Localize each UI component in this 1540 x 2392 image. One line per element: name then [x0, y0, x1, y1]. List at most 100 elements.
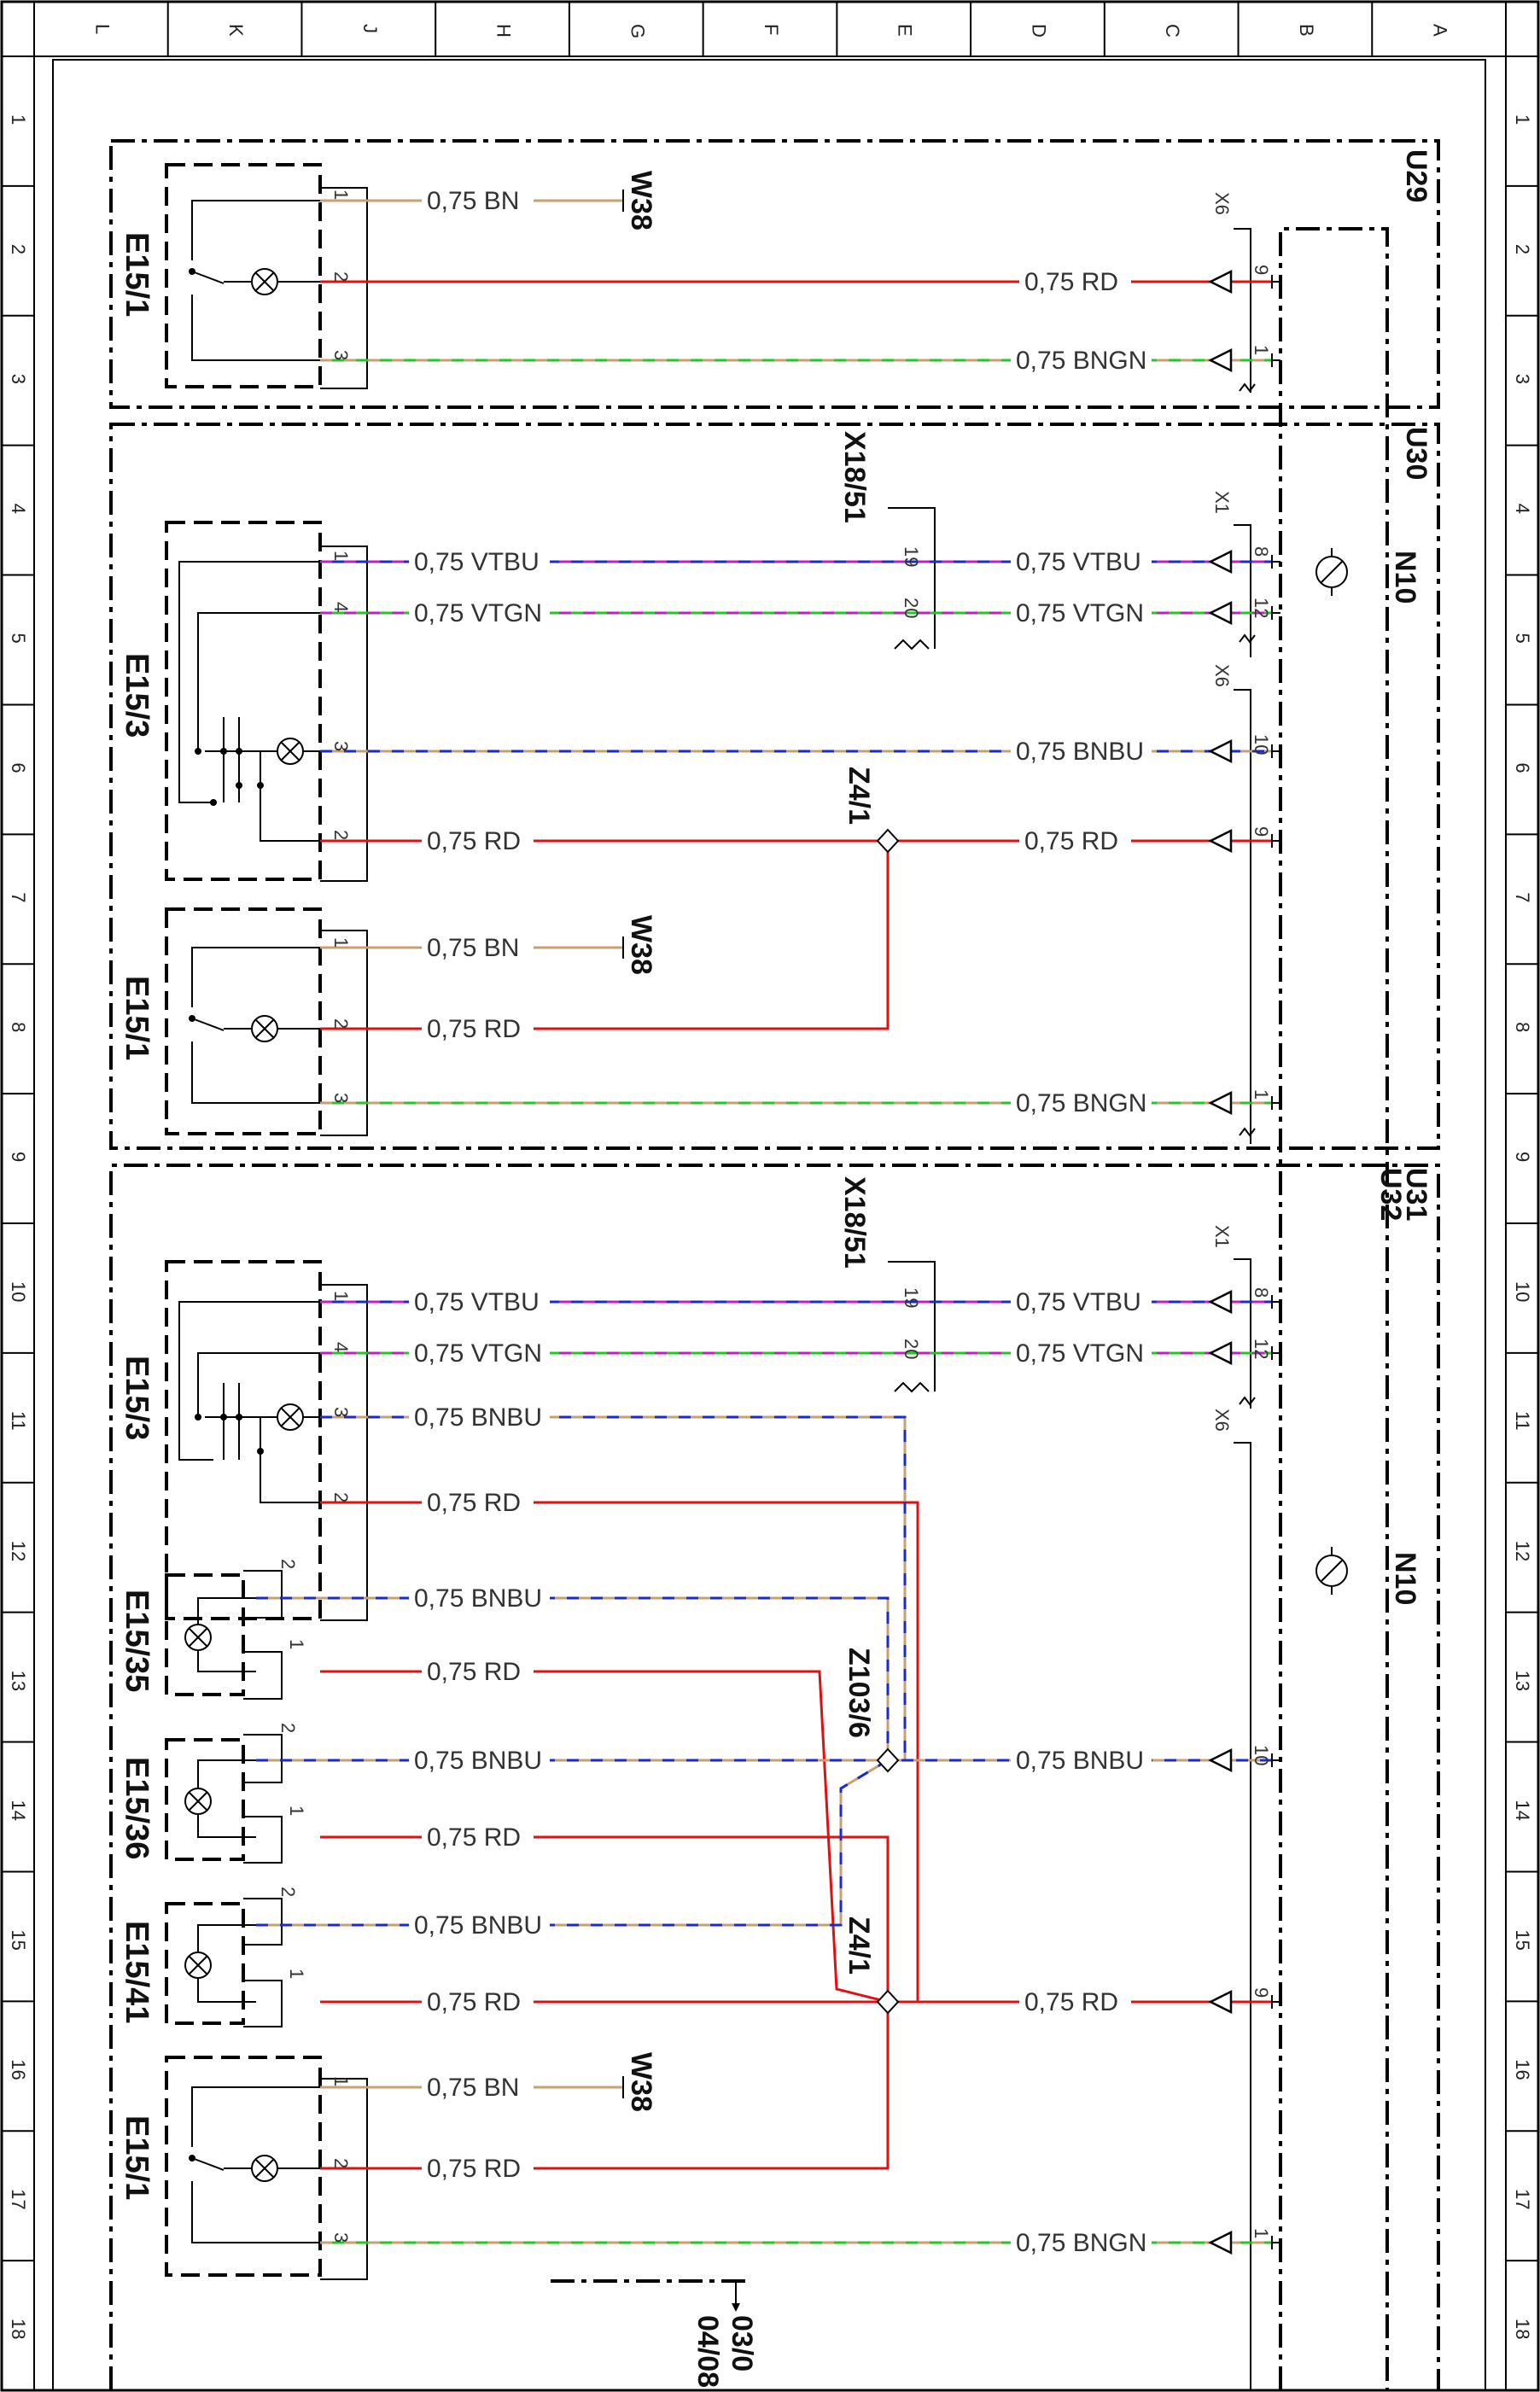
grid-row-left-11: 11	[8, 1411, 29, 1431]
pin-number: 12	[1251, 1339, 1272, 1359]
wire-label: 0,75 RD	[427, 1658, 521, 1686]
connector-arrow	[1208, 549, 1233, 575]
pin-number: 2	[330, 1492, 352, 1502]
grid-row-right-16: 16	[1512, 2059, 1533, 2080]
connector-label-z4-1-2: Z4/1	[843, 1917, 875, 1975]
wire-label-bg	[409, 1286, 550, 1316]
module-boxes	[109, 139, 1440, 2390]
wire-label: 0,75 BNBU	[414, 1403, 542, 1432]
grid-row-left-14: 14	[8, 1800, 29, 1821]
wire-label: 0,75 BN	[427, 187, 519, 215]
wire-label: 0,75 VTGN	[1016, 1339, 1144, 1368]
wire-label: 0,75 VTBU	[414, 1288, 540, 1316]
pin-number: 2	[330, 271, 352, 282]
grid-col-H: H	[493, 24, 515, 38]
pin-number: 3	[330, 2232, 352, 2243]
pin-number: 1	[330, 2076, 352, 2086]
wire-label-bg	[422, 1822, 534, 1851]
wire-label: 0,75 BNBU	[414, 1911, 542, 1940]
module-label-u31: U31	[1400, 1168, 1432, 1221]
wire-label: 0,75 VTBU	[1016, 548, 1141, 576]
grid-row-right-2: 2	[1512, 244, 1533, 254]
pin-number: 20	[901, 598, 922, 618]
wire-label: 0,75 BNBU	[1016, 1747, 1144, 1775]
wire-label: 0,75 VTGN	[1016, 599, 1144, 627]
pin-terminal	[1271, 1753, 1280, 1767]
wire-label-bg	[409, 1583, 550, 1612]
wire-label-bg	[422, 1013, 534, 1042]
connector-label-x1-2: X1	[1211, 1225, 1233, 1248]
wire-label: 0,75 RD	[427, 1988, 521, 2016]
wire-label-bg	[422, 1487, 534, 1516]
pin-terminal	[1271, 834, 1280, 848]
grid-row-left-13: 13	[8, 1671, 29, 1691]
wire-label-bg	[1019, 1987, 1131, 2016]
pin-terminal	[1271, 2236, 1280, 2249]
connector-arrow	[1208, 347, 1233, 373]
component-label-e15-1-mid: E15/1	[119, 976, 155, 1060]
pin-terminal	[1271, 1295, 1280, 1309]
connector-arrow	[1208, 828, 1233, 854]
wire-label-bg	[1011, 736, 1152, 765]
component-label-e15-1-top: E15/1	[119, 232, 155, 317]
pin-number: 2	[330, 2158, 352, 2168]
wire-label: 0,75 BNBU	[414, 1747, 542, 1775]
grid-row-left-18: 18	[8, 2319, 29, 2339]
grid-col-K: K	[225, 24, 247, 37]
wire-label: 0,75 RD	[427, 1489, 521, 1517]
wire-label-bg	[409, 1402, 550, 1431]
pin-number: 9	[1251, 1987, 1272, 1998]
pin-number: 9	[1251, 826, 1272, 837]
wire-label-bg	[422, 826, 534, 855]
component-label-e15-41: E15/41	[119, 1921, 155, 2023]
pin-number: 9	[1251, 265, 1272, 275]
grid-row-right-4: 4	[1512, 504, 1533, 514]
connector-arrow	[1208, 1289, 1233, 1315]
wire-label-bg	[1019, 826, 1131, 855]
pin-terminal	[1271, 1346, 1280, 1360]
wire-label-bg	[409, 1910, 550, 1939]
grid-row-right-11: 11	[1512, 1411, 1533, 1431]
wire-label: 0,75 VTBU	[414, 548, 540, 576]
wire-label-bg	[422, 1987, 534, 2016]
wire-label-bg	[1011, 1088, 1152, 1117]
grid-row-right-5: 5	[1512, 633, 1533, 644]
pin-number: 2	[277, 1887, 299, 1897]
grid-row-left-16: 16	[8, 2059, 29, 2080]
connector-label-x18-51-2: X18/51	[838, 1176, 871, 1269]
pin-terminal	[1271, 1995, 1280, 2009]
module-label-u29: U29	[1400, 149, 1432, 202]
wire-label: 0,75 BN	[427, 934, 519, 962]
pin-number: 1	[286, 1969, 307, 1979]
grid-row-right-8: 8	[1512, 1022, 1533, 1032]
wire-label-bg	[1011, 598, 1152, 627]
module-label-n10-top: N10	[1389, 551, 1421, 604]
module-label-u32: U32	[1374, 1168, 1407, 1221]
wire-label: 0,75 RD	[1024, 827, 1118, 855]
connector-label-w38-3: W38	[625, 2052, 657, 2112]
pin-terminal	[1271, 606, 1280, 620]
grid-row-right-18: 18	[1512, 2319, 1533, 2339]
connector-label-x1-1: X1	[1211, 491, 1233, 514]
component-label-e15-36: E15/36	[119, 1757, 155, 1859]
pin-number: 1	[1251, 1089, 1272, 1100]
pin-number: 2	[330, 1018, 352, 1029]
pin-number: 2	[277, 1723, 299, 1733]
grid-row-left-4: 4	[8, 504, 29, 514]
footer-arrow-text: 03/0	[726, 2315, 758, 2372]
pin-number: 1	[286, 1639, 307, 1649]
grid-row-left-10: 10	[8, 1281, 29, 1302]
grid-row-left-12: 12	[8, 1541, 29, 1561]
wire-label-bg	[1011, 1286, 1152, 1316]
grid-row-right-14: 14	[1512, 1800, 1533, 1821]
wire-label: 0,75 VTGN	[414, 599, 542, 627]
pin-number: 3	[330, 350, 352, 360]
module-label-n10-bottom: N10	[1389, 1552, 1421, 1605]
footer-ref-text: 04/08	[691, 2315, 724, 2388]
pin-number: 10	[1251, 1745, 1272, 1765]
grid-row-left-2: 2	[8, 244, 29, 254]
pin-number: 1	[286, 1806, 307, 1816]
